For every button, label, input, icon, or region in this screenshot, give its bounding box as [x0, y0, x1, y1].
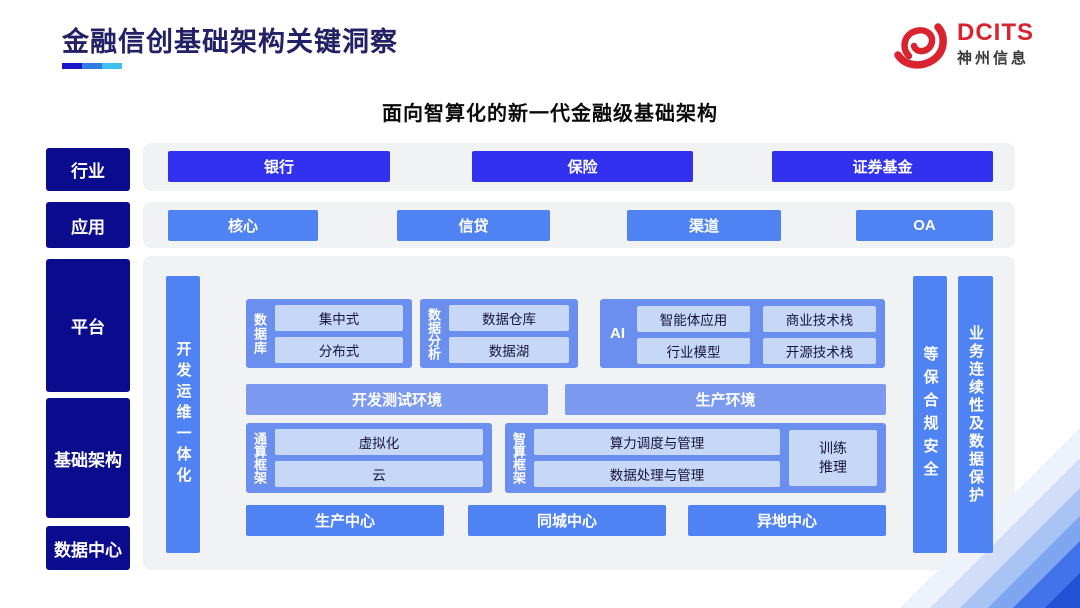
general-item-virtualization: 虚拟化 — [275, 429, 483, 455]
layer-label-infrastructure: 基础架构 — [46, 398, 130, 518]
intelligent-item-data-processing: 数据处理与管理 — [534, 461, 780, 487]
intelligent-item-training-inference: 训练推理 — [789, 430, 877, 486]
title-underline — [62, 63, 122, 69]
group-ai: AI 智能体应用 商业技术栈 行业模型 开源技术栈 — [600, 299, 885, 368]
group-intelligent-computing: 智算框架 算力调度与管理 数据处理与管理 训练推理 — [505, 423, 886, 493]
group-ai-items: 智能体应用 商业技术栈 行业模型 开源技术栈 — [637, 306, 876, 364]
group-general-computing: 通算框架 虚拟化 云 — [246, 423, 492, 493]
devops-vertical-bar: 开发运维一体化 — [166, 276, 200, 553]
analytics-item-warehouse: 数据仓库 — [449, 304, 569, 331]
center-box-same-city: 同城中心 — [468, 505, 666, 536]
database-item-distributed: 分布式 — [275, 336, 403, 363]
logo-text: DCITS 神州信息 — [957, 20, 1034, 68]
group-data-analytics-label: 数据分析 — [426, 307, 441, 360]
underline-segment — [62, 63, 82, 69]
group-ai-label: AI — [610, 325, 625, 342]
layer-label-datacenter: 数据中心 — [46, 526, 130, 570]
group-intelligent-computing-items: 算力调度与管理 数据处理与管理 — [534, 429, 780, 487]
business-continuity-bar: 业务连续性及数据保护 — [958, 276, 993, 553]
industry-box-bank: 银行 — [168, 151, 390, 182]
dcits-logo: DCITS 神州信息 — [889, 16, 1034, 72]
dcits-swirl-icon — [894, 23, 947, 69]
application-box-credit: 信贷 — [397, 210, 550, 241]
center-box-remote: 异地中心 — [688, 505, 886, 536]
group-database-items: 集中式 分布式 — [275, 304, 403, 363]
group-database-label: 数据库 — [252, 312, 267, 355]
application-box-oa: OA — [856, 210, 993, 241]
group-data-analytics: 数据分析 数据仓库 数据湖 — [420, 299, 578, 368]
group-database: 数据库 集中式 分布式 — [246, 299, 412, 368]
analytics-item-lake: 数据湖 — [449, 336, 569, 363]
group-data-analytics-items: 数据仓库 数据湖 — [449, 304, 569, 363]
logo-company: 神州信息 — [957, 50, 1030, 68]
production-environment-bar: 生产环境 — [565, 384, 886, 415]
underline-segment — [82, 63, 102, 69]
general-item-cloud: 云 — [275, 461, 483, 487]
application-box-core: 核心 — [168, 210, 318, 241]
center-box-production: 生产中心 — [246, 505, 444, 536]
application-box-channel: 渠道 — [627, 210, 781, 241]
industry-box-insurance: 保险 — [472, 151, 693, 182]
ai-item-opensource-stack: 开源技术栈 — [763, 338, 876, 364]
ai-item-industry-model: 行业模型 — [637, 338, 750, 364]
dev-test-environment-bar: 开发测试环境 — [246, 384, 548, 415]
security-compliance-bar: 等保合规安全 — [913, 276, 947, 553]
ai-item-commercial-stack: 商业技术栈 — [763, 306, 876, 332]
industry-box-securities: 证券基金 — [772, 151, 993, 182]
group-intelligent-computing-label: 智算框架 — [511, 432, 526, 484]
page-title: 金融信创基础架构关键洞察 — [62, 27, 398, 57]
group-general-computing-label: 通算框架 — [252, 432, 267, 484]
underline-segment — [102, 63, 122, 69]
ai-item-agent-app: 智能体应用 — [637, 306, 750, 332]
layer-label-industry: 行业 — [46, 148, 130, 191]
diagram-subtitle: 面向智算化的新一代金融级基础架构 — [382, 103, 718, 125]
layer-label-application: 应用 — [46, 202, 130, 248]
intelligent-item-compute-scheduling: 算力调度与管理 — [534, 429, 780, 455]
database-item-centralized: 集中式 — [275, 304, 403, 331]
logo-name: DCITS — [957, 18, 1034, 46]
layer-label-platform: 平台 — [46, 259, 130, 392]
group-general-computing-items: 虚拟化 云 — [275, 429, 483, 487]
